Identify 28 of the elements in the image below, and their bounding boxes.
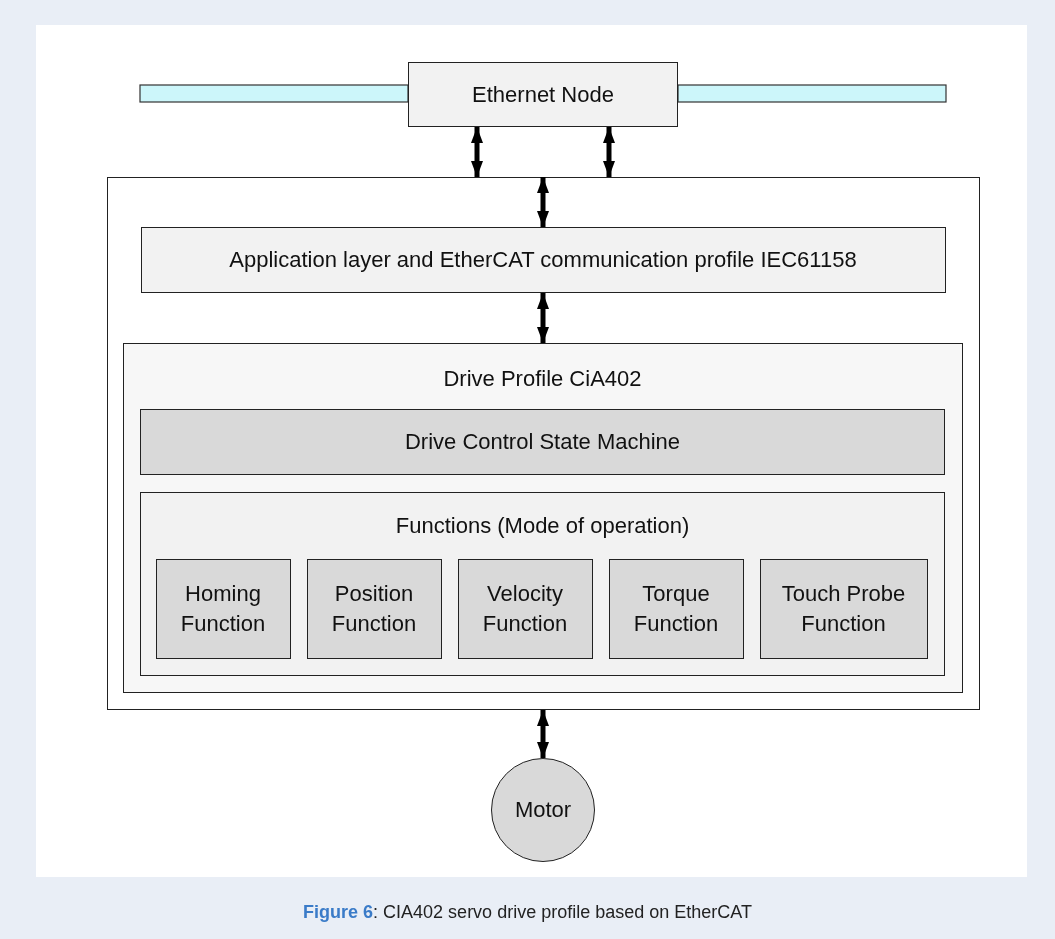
- box-label: Position Function: [330, 579, 418, 638]
- profile-box: [122, 342, 963, 693]
- function-box: [608, 558, 744, 659]
- functions-box: [140, 492, 945, 676]
- box-label: Homing Function: [179, 579, 267, 638]
- box-label: Velocity Function: [481, 579, 569, 638]
- box-label: Torque Function: [632, 579, 720, 638]
- function-box: [457, 558, 593, 659]
- box-label: Application layer and EtherCAT communication profile IEC61158: [228, 245, 858, 274]
- box-label: Drive Control State Machine: [403, 428, 682, 457]
- double-arrow: [537, 710, 549, 758]
- double-arrow: [537, 177, 549, 227]
- function-box: [306, 558, 442, 659]
- network-node-box: [408, 62, 678, 127]
- figure-caption: Figure 6: CIA402 servo drive profile based on EtherCAT: [302, 902, 753, 923]
- layer-box: [140, 226, 946, 293]
- double-arrow: [603, 127, 615, 177]
- box-label: Ethernet Node: [471, 80, 615, 109]
- double-arrow: [471, 127, 483, 177]
- box-label: Motor: [513, 796, 573, 825]
- function-box: [759, 558, 928, 659]
- function-box: [155, 558, 291, 659]
- box-heading: Functions (Mode of operation): [394, 512, 691, 540]
- box-label: Touch Probe Function: [780, 579, 907, 638]
- device-frame: [107, 177, 980, 710]
- box-heading: Drive Profile CiA402: [442, 364, 643, 393]
- double-arrow: [537, 293, 549, 343]
- state-machine-box: [140, 409, 945, 475]
